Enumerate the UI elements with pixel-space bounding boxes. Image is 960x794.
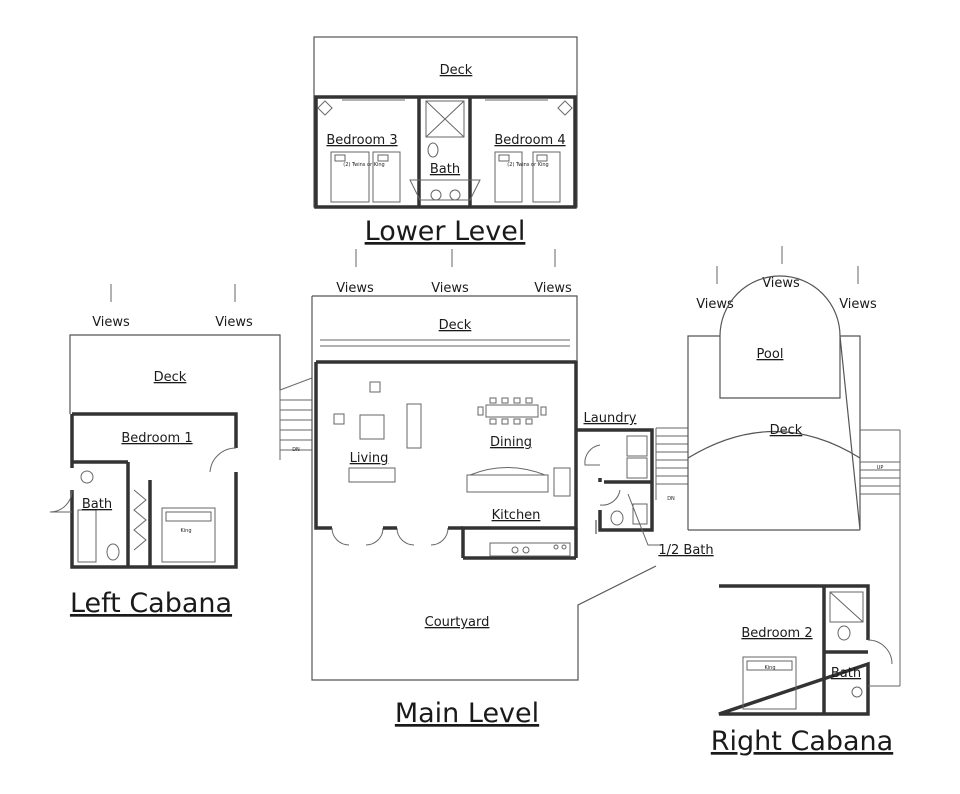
left-deck-outline (69, 334, 281, 414)
main-level: DN UP Deck Living Dining Kitchen Laundry… (311, 275, 901, 729)
left-bath-label: Bath (82, 497, 112, 512)
laundry-label: Laundry (584, 411, 637, 426)
bedroom-4-label: Bedroom 4 (494, 133, 565, 148)
lower-bath-label: Bath (430, 162, 460, 177)
views-label-8: Views (839, 297, 877, 312)
views-markers: Views Views Views Views Views Views View… (92, 246, 877, 330)
main-house-walls (314, 360, 578, 558)
living-label: Living (350, 451, 389, 466)
main-level-title: Main Level (395, 698, 539, 729)
half-bath-label: 1/2 Bath (658, 543, 713, 558)
right-cabana-title: Right Cabana (711, 726, 893, 757)
bed-note-3: (2) Twins or King (343, 162, 384, 168)
right-cabana-walls (718, 584, 870, 716)
lower-level-title: Lower Level (365, 216, 526, 247)
views-label-1: Views (92, 315, 130, 330)
pool-stair-dn: DN (667, 496, 675, 502)
views-label-3: Views (336, 281, 374, 296)
pool-label: Pool (757, 347, 784, 362)
left-cabana-title: Left Cabana (70, 588, 232, 619)
right-cabana: King Bedroom 2 Bath Right Cabana (711, 584, 900, 757)
right-bath-label: Bath (831, 666, 861, 681)
left-deck-label: Deck (154, 370, 187, 385)
left-cabana: DN King Deck Bedroom 1 Bath Left Cabana (49, 334, 313, 619)
right-bed-label: King (764, 665, 775, 671)
pool-outline (719, 275, 841, 399)
lower-deck-label: Deck (440, 63, 473, 78)
left-bed-label: King (180, 528, 191, 534)
views-label-6: Views (696, 297, 734, 312)
bedroom-1-label: Bedroom 1 (121, 431, 192, 446)
pool-deck-label: Deck (770, 423, 803, 438)
lower-level: Deck Bedroom 3 Bedroom 4 Bath (2) Twins … (313, 36, 578, 247)
bedroom-3-label: Bedroom 3 (326, 133, 397, 148)
views-label-7: Views (762, 276, 800, 291)
bedroom-2-label: Bedroom 2 (741, 626, 812, 641)
courtyard-label: Courtyard (425, 615, 490, 630)
dining-label: Dining (490, 435, 532, 450)
bed-note-4: (2) Twins or King (507, 162, 548, 168)
kitchen-label: Kitchen (492, 508, 541, 523)
lower-level-walls (314, 95, 577, 209)
right-stair-up: UP (877, 465, 884, 471)
laundry-walls (574, 428, 654, 532)
main-site-outline (311, 295, 657, 681)
left-stair-dn: DN (292, 447, 300, 453)
pool-deck-outline (687, 335, 861, 531)
views-label-2: Views (215, 315, 253, 330)
main-deck-label: Deck (439, 318, 472, 333)
views-label-4: Views (431, 281, 469, 296)
left-cabana-walls (70, 412, 238, 569)
views-label-5: Views (534, 281, 572, 296)
